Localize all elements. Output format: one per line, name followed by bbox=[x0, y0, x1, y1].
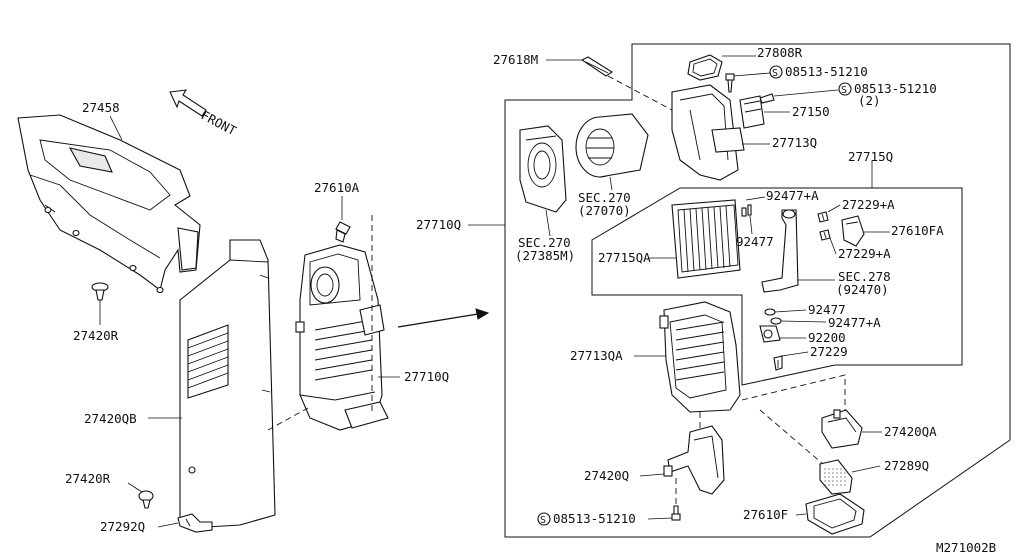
screw-symbol-b: S bbox=[841, 85, 847, 96]
label-92477A-lower: 92477+A bbox=[828, 315, 881, 330]
label-sec270-a: SEC.270 bbox=[578, 190, 631, 205]
part-27618M-strip bbox=[580, 56, 614, 77]
label-27420Q: 27420Q bbox=[584, 468, 629, 483]
label-27420R-upper: 27420R bbox=[73, 328, 119, 343]
screw-27610A bbox=[335, 221, 351, 243]
screw-27229 bbox=[773, 355, 783, 371]
part-27610F-gasket bbox=[805, 493, 865, 535]
screw-08513-c bbox=[671, 505, 681, 521]
part-27713Q-upper-case bbox=[671, 84, 745, 181]
label-27229A-b: 27229+A bbox=[838, 246, 891, 261]
label-27715QA: 27715QA bbox=[598, 250, 651, 265]
part-27420QB-side-cover bbox=[179, 239, 276, 529]
front-arrow-icon bbox=[169, 89, 207, 117]
blower-motor bbox=[575, 113, 649, 178]
heater-pipe bbox=[761, 209, 799, 293]
label-sec278: SEC.278 bbox=[838, 269, 891, 284]
screw-27229A-b bbox=[819, 229, 831, 241]
label-sec270-b-ref: (27385M) bbox=[515, 248, 575, 263]
label-27458: 27458 bbox=[82, 100, 120, 115]
screw-symbol-a-icon bbox=[769, 65, 783, 79]
diagram-id: M271002B bbox=[936, 540, 996, 555]
part-27420Q-duct bbox=[663, 425, 725, 495]
part-27289Q-block bbox=[819, 459, 853, 495]
label-27713Q: 27713Q bbox=[772, 135, 817, 150]
label-08513-a: 08513-51210 bbox=[785, 64, 868, 79]
oring-92477A-top bbox=[741, 207, 747, 217]
oring-92477-lower bbox=[764, 308, 776, 316]
part-92200-valve bbox=[759, 325, 781, 343]
label-27713QA: 27713QA bbox=[570, 348, 623, 363]
part-27458-trim-panel bbox=[17, 114, 201, 294]
screw-08513-b bbox=[759, 93, 775, 104]
label-sec270-b: SEC.270 bbox=[518, 235, 571, 250]
label-27618M: 27618M bbox=[493, 52, 538, 67]
label-27610A: 27610A bbox=[314, 180, 360, 195]
label-27420R-lower: 27420R bbox=[65, 471, 111, 486]
part-27150-actuator bbox=[739, 95, 765, 129]
oring-92477-top bbox=[747, 204, 752, 216]
label-27610FA: 27610FA bbox=[891, 223, 944, 238]
front-label: FRONT bbox=[199, 107, 240, 138]
assembly-frame bbox=[504, 43, 1011, 538]
label-27229A-a: 27229+A bbox=[842, 197, 895, 212]
screw-symbol-c-icon bbox=[537, 512, 551, 526]
part-27808R-gasket bbox=[687, 54, 723, 81]
part-27710Q-unit-assembled bbox=[295, 244, 389, 431]
label-sec278-ref: (92470) bbox=[836, 282, 889, 297]
part-27420QA-support bbox=[821, 409, 863, 449]
screw-27229A-a bbox=[817, 211, 829, 223]
label-92477A-top: 92477+A bbox=[766, 188, 819, 203]
label-08513-b-qty: (2) bbox=[858, 93, 881, 108]
label-27420QB: 27420QB bbox=[84, 411, 137, 426]
part-27292Q-bracket bbox=[177, 513, 213, 533]
label-27715Q: 27715Q bbox=[848, 149, 893, 164]
label-27229: 27229 bbox=[810, 344, 848, 359]
screw-08513-a bbox=[725, 73, 735, 93]
label-92477-lower: 92477 bbox=[808, 302, 846, 317]
clip-27610FA bbox=[841, 215, 865, 247]
label-27292Q: 27292Q bbox=[100, 519, 145, 534]
label-sec270-a-ref: (27070) bbox=[578, 203, 631, 218]
label-27710Q-right: 27710Q bbox=[416, 217, 461, 232]
blower-housing bbox=[519, 125, 567, 213]
screw-symbol-b-icon bbox=[838, 82, 852, 96]
label-27150: 27150 bbox=[792, 104, 830, 119]
label-27808R: 27808R bbox=[757, 45, 803, 60]
label-08513-c: 08513-51210 bbox=[553, 511, 636, 526]
label-92477-top: 92477 bbox=[736, 234, 774, 249]
clip-27420R-lower bbox=[138, 490, 154, 509]
clip-27420R-upper bbox=[91, 282, 109, 301]
label-92200: 92200 bbox=[808, 330, 846, 345]
label-27710Q-left: 27710Q bbox=[404, 369, 449, 384]
label-27420QA: 27420QA bbox=[884, 424, 937, 439]
subassembly-27715Q-frame bbox=[591, 187, 963, 386]
oring-92477A-lower bbox=[770, 317, 782, 325]
part-27715QA-heater-core bbox=[671, 199, 741, 279]
label-27610F: 27610F bbox=[743, 507, 788, 522]
transfer-arrow-icon bbox=[397, 308, 490, 328]
label-27289Q: 27289Q bbox=[884, 458, 929, 473]
label-08513-b: 08513-51210 bbox=[854, 81, 937, 96]
screw-symbol-c: S bbox=[540, 515, 546, 526]
screw-symbol-a: S bbox=[772, 68, 778, 79]
part-27713QA-lower-case bbox=[659, 301, 741, 413]
